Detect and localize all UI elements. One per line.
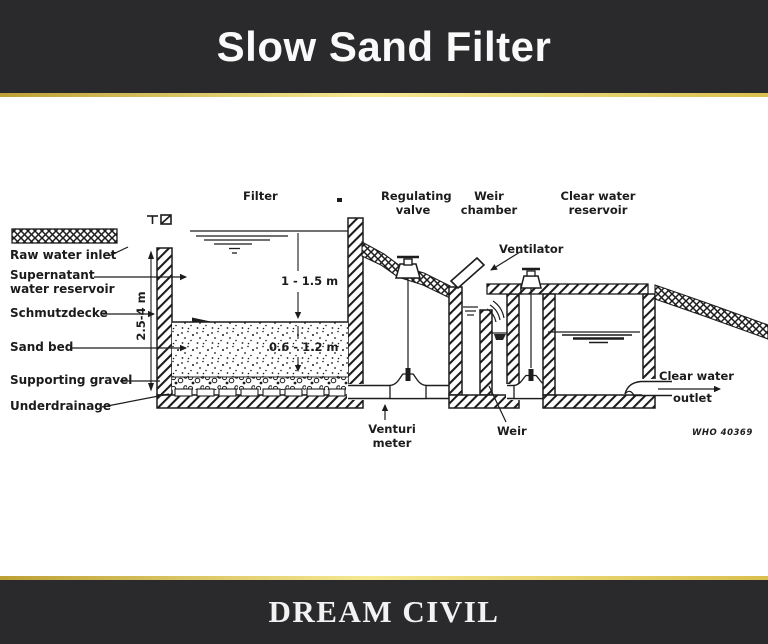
underdrain-pipe (347, 368, 463, 400)
page-title: Slow Sand Filter (216, 22, 552, 70)
label-weir-chamber: Weir chamber (460, 189, 518, 217)
water-surface-marks (190, 230, 348, 254)
gold-divider-bottom (0, 576, 768, 580)
ground-slope-right (654, 284, 768, 340)
dimension-supernatant-depth-text: 1 - 1.5 m (281, 274, 339, 288)
label-sand-bed: Sand bed (10, 340, 74, 354)
dimension-wall-height (148, 250, 154, 392)
label-raw-water-inlet: Raw water inlet (10, 248, 117, 262)
filter-floor (156, 394, 364, 409)
weir-pool (494, 334, 506, 340)
label-venturi-meter: Venturi meter (368, 422, 416, 450)
ground-surface-left (11, 228, 118, 244)
outlet-pipe (624, 379, 672, 397)
weir-cascade (486, 300, 505, 323)
figure-reference-number: WHO 40369 (692, 428, 753, 438)
label-ventilator: Ventilator (499, 242, 564, 256)
brand-name: DREAM CIVIL (268, 594, 500, 629)
dimension-wall-height-text: 2.5-4 m (134, 291, 148, 341)
gold-divider-top (0, 93, 768, 97)
filter-right-wall (347, 217, 364, 396)
label-supporting-gravel: Supporting gravel (10, 373, 133, 387)
venturi-meter-shape (389, 373, 427, 400)
label-supernatant-water-reservoir: Supernatant water reservoir (10, 268, 115, 296)
filter-box (156, 217, 364, 409)
weir-chamber-left-wall (448, 286, 463, 396)
weir-chamber-floor (448, 394, 520, 409)
weir-water-surface (463, 306, 478, 316)
label-weir: Weir (497, 424, 527, 438)
reservoir-water-surface (548, 331, 640, 344)
weir-chamber-cover (486, 283, 522, 295)
supporting-gravel-area (172, 377, 348, 390)
ventilator-leader (490, 251, 521, 271)
weir-leader (488, 385, 507, 423)
label-leaders (70, 246, 187, 408)
weir-chamber-right-wall (506, 293, 520, 396)
dimension-sand-depth-text: 0.6 - 1.2 m (269, 340, 339, 354)
footer-banner: DREAM CIVIL (0, 580, 768, 644)
reservoir-cover (520, 283, 649, 295)
label-clear-water-reservoir: Clear water reservoir (560, 189, 636, 217)
reservoir-floor (542, 394, 656, 409)
header-banner: Slow Sand Filter (0, 0, 768, 93)
sand-bed-area (172, 322, 348, 377)
label-underdrainage: Underdrainage (10, 399, 112, 413)
label-schmutzdecke: Schmutzdecke (10, 306, 108, 320)
clear-water-reservoir-box (542, 293, 672, 409)
label-clear-water-outlet-line2: outlet (673, 391, 712, 405)
filter-left-wall (156, 247, 173, 396)
label-filter: Filter (243, 189, 278, 203)
label-clear-water-outlet-line1: Clear water (659, 369, 734, 383)
benchmark-symbol (147, 214, 172, 225)
print-dot (337, 198, 342, 202)
reservoir-left-wall (542, 293, 556, 396)
schmutzdecke-layer (192, 317, 213, 322)
ventilator-duct (449, 256, 486, 290)
weir-wall (479, 309, 493, 396)
reservoir-inlet-valve-symbol (520, 267, 542, 368)
underdrain-tiles (174, 388, 346, 397)
label-regulating-valve: Regulating valve (381, 189, 452, 217)
regulating-valve-symbol (395, 255, 421, 370)
